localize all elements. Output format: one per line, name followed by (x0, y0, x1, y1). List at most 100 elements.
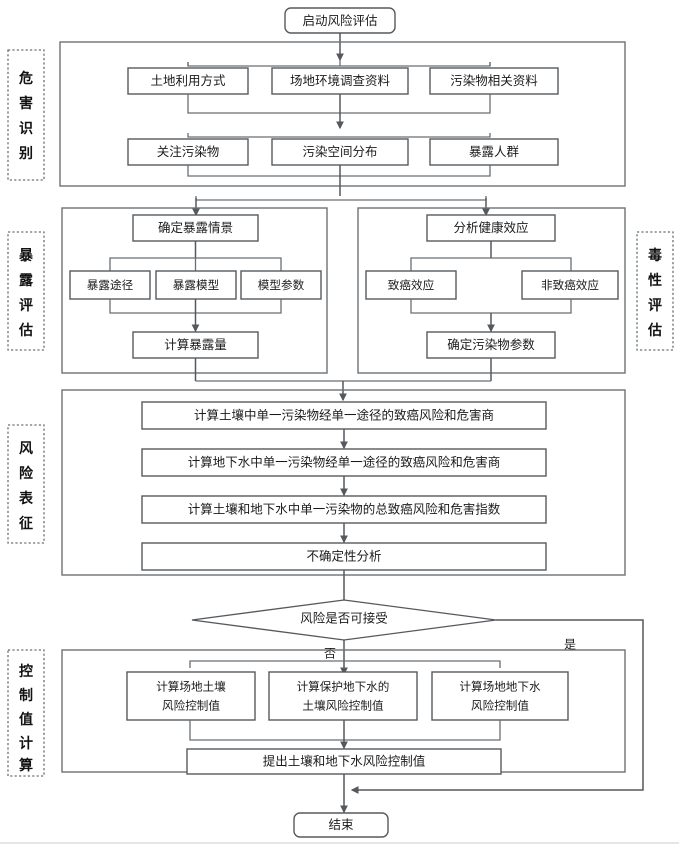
phase-toxicity-char-0: 毒 (648, 247, 662, 264)
groundwater-protection-soil-line1: 计算保护地下水的 (297, 680, 390, 694)
exposed-population-label: 暴露人群 (469, 144, 520, 159)
calculate-exposure-dose-box (132, 331, 259, 359)
decision-label: 风险是否可接受 (300, 611, 388, 626)
carcinogenic-effects-box (365, 270, 457, 300)
site-groundwater-control-value-line1: 计算场地地下水 (459, 680, 541, 694)
toxicity-node-carcinogenic[interactable]: 致癌效应 (365, 270, 457, 300)
site-soil-control-value-line1: 计算场地土壤 (156, 680, 226, 694)
risk-step-groundwater-single-pathway[interactable]: 计算地下水中单一污染物经单一途径的致癌风险和危害商 (141, 448, 547, 477)
carcinogenic-effects-label: 致癌效应 (388, 278, 435, 292)
exposure-node-model[interactable]: 暴露模型 (155, 270, 237, 300)
hazard-row1-node-land-use[interactable]: 土地利用方式 (127, 67, 249, 95)
group-hazard-identification (59, 41, 626, 187)
bus-merge-to-risk (194, 358, 492, 402)
phase-control-box (7, 649, 45, 777)
non-carcinogenic-effects-label: 非致癌效应 (541, 278, 599, 292)
end-node-shape (293, 812, 389, 838)
toxicity-node-non-carcinogenic[interactable]: 非致癌效应 (521, 270, 619, 300)
phase-label-hazard-identification: 危 害 识 别 (7, 49, 45, 181)
uncertainty-analysis-label: 不确定性分析 (306, 549, 381, 564)
exposure-node-pathway[interactable]: 暴露途径 (69, 270, 151, 300)
hazard-row2-node-exposed-population[interactable]: 暴露人群 (429, 138, 559, 166)
exposed-population-box (429, 138, 559, 166)
start-node[interactable]: 启动风险评估 (284, 7, 396, 34)
phase-label-exposure-assessment: 暴 露 评 估 (7, 231, 45, 351)
model-parameters-label: 模型参数 (258, 278, 305, 292)
phase-hazard-box (7, 49, 45, 181)
decision-is-risk-acceptable[interactable]: 风险是否可接受 (191, 599, 497, 641)
phase-hazard-char-2: 识 (19, 121, 33, 137)
phase-toxicity-char-2: 评 (648, 298, 662, 314)
land-use-label: 土地利用方式 (150, 73, 226, 88)
group-exposure-assessment (61, 207, 328, 374)
analyze-health-effects-label: 分析健康效应 (453, 220, 528, 235)
end-node[interactable]: 结束 (293, 812, 389, 838)
edge-label-no: 否 (324, 647, 336, 661)
groundwater-single-pathway-risk-box (141, 448, 547, 477)
start-node-label: 启动风险评估 (302, 13, 377, 28)
contaminant-data-label: 污染物相关资料 (450, 73, 538, 88)
determine-contaminant-parameters-label: 确定污染物参数 (447, 337, 535, 352)
hazard-row1-node-site-survey-data[interactable]: 场地环境调查资料 (271, 67, 409, 95)
phase-hazard-char-0: 危 (18, 70, 33, 87)
hazard-row1-node-contaminant-data[interactable]: 污染物相关资料 (429, 67, 559, 95)
phase-control-char-0: 控 (19, 663, 33, 680)
risk-step-uncertainty-analysis[interactable]: 不确定性分析 (141, 542, 547, 571)
phase-toxicity-char-1: 性 (648, 272, 662, 289)
contamination-distribution-label: 污染空间分布 (302, 144, 377, 159)
bus-exposure-out (109, 299, 282, 333)
site-soil-control-value-line2: 风险控制值 (162, 699, 220, 713)
exposure-node-calculate-dose[interactable]: 计算暴露量 (132, 331, 259, 359)
exposure-pathway-label: 暴露途径 (87, 278, 134, 292)
hazard-row2-node-contamination-distribution[interactable]: 污染空间分布 (271, 138, 409, 166)
risk-step-soil-single-pathway[interactable]: 计算土壤中单一污染物经单一途径的致癌风险和危害商 (141, 401, 547, 430)
exposure-model-box (155, 270, 237, 300)
hazard-row2-node-contaminants-of-concern[interactable]: 关注污染物 (127, 138, 249, 166)
phase-exposure-char-0: 暴 (18, 248, 34, 264)
bus-hazard-row1-in (187, 60, 491, 67)
toxicity-node-analyze-health-effects[interactable]: 分析健康效应 (426, 214, 556, 242)
control-node-groundwater-protection-soil[interactable]: 计算保护地下水的 土壤风险控制值 (268, 671, 418, 721)
site-groundwater-control-value-line2: 风险控制值 (471, 699, 529, 713)
phase-control-char-3: 计 (19, 735, 33, 752)
exposure-model-label: 暴露模型 (173, 278, 220, 292)
phase-risk-box (7, 424, 45, 544)
control-node-site-soil[interactable]: 计算场地土壤 风险控制值 (126, 671, 256, 721)
phase-label-control-value-calculation: 控 制 值 计 算 (7, 649, 45, 777)
exposure-node-determine-scenario[interactable]: 确定暴露情景 (132, 214, 259, 242)
uncertainty-analysis-box (141, 542, 547, 571)
phase-hazard-char-1: 害 (19, 95, 33, 112)
phase-toxicity-box (636, 231, 674, 351)
risk-step-total-risk-hazard-index[interactable]: 计算土壤和地下水中单一污染物的总致癌风险和危害指数 (141, 495, 547, 524)
soil-single-pathway-risk-box (141, 401, 547, 430)
bus-control-out (189, 720, 501, 750)
exposure-pathway-box (69, 270, 151, 300)
phase-label-toxicity-assessment: 毒 性 评 估 (636, 231, 674, 351)
bus-toxicity-in (410, 241, 572, 271)
toxicity-node-determine-contaminant-parameters[interactable]: 确定污染物参数 (426, 331, 556, 359)
phase-control-char-2: 值 (19, 711, 33, 728)
site-survey-data-label: 场地环境调查资料 (290, 73, 391, 88)
site-soil-control-value-box (126, 671, 256, 721)
control-node-site-groundwater[interactable]: 计算场地地下水 风险控制值 (431, 671, 569, 721)
propose-control-values-label: 提出土壤和地下水风险控制值 (263, 754, 426, 769)
propose-control-values-box (186, 748, 502, 775)
soil-single-pathway-risk-label: 计算土壤中单一污染物经单一途径的致癌风险和危害商 (194, 408, 494, 423)
edge-decision-yes (350, 619, 644, 794)
end-node-label: 结束 (328, 817, 354, 832)
phase-control-char-1: 制 (19, 687, 33, 704)
bus-hazard-row2-out (187, 165, 491, 217)
phase-label-risk-characterization: 风 险 表 征 (7, 424, 45, 544)
control-node-propose-values[interactable]: 提出土壤和地下水风险控制值 (186, 748, 502, 775)
contamination-distribution-box (271, 138, 409, 166)
calculate-exposure-dose-label: 计算暴露量 (164, 337, 227, 352)
groundwater-protection-soil-line2: 土壤风险控制值 (302, 699, 384, 713)
groundwater-single-pathway-risk-label: 计算地下水中单一污染物经单一途径的致癌风险和危害商 (188, 455, 501, 470)
non-carcinogenic-effects-box (521, 270, 619, 300)
exposure-node-model-parameters[interactable]: 模型参数 (240, 270, 322, 300)
bus-hazard-row2-in (187, 133, 491, 138)
contaminants-of-concern-label: 关注污染物 (157, 144, 220, 159)
phase-exposure-box (7, 231, 45, 351)
contaminant-data-box (429, 67, 559, 95)
bus-control-in (189, 660, 501, 668)
